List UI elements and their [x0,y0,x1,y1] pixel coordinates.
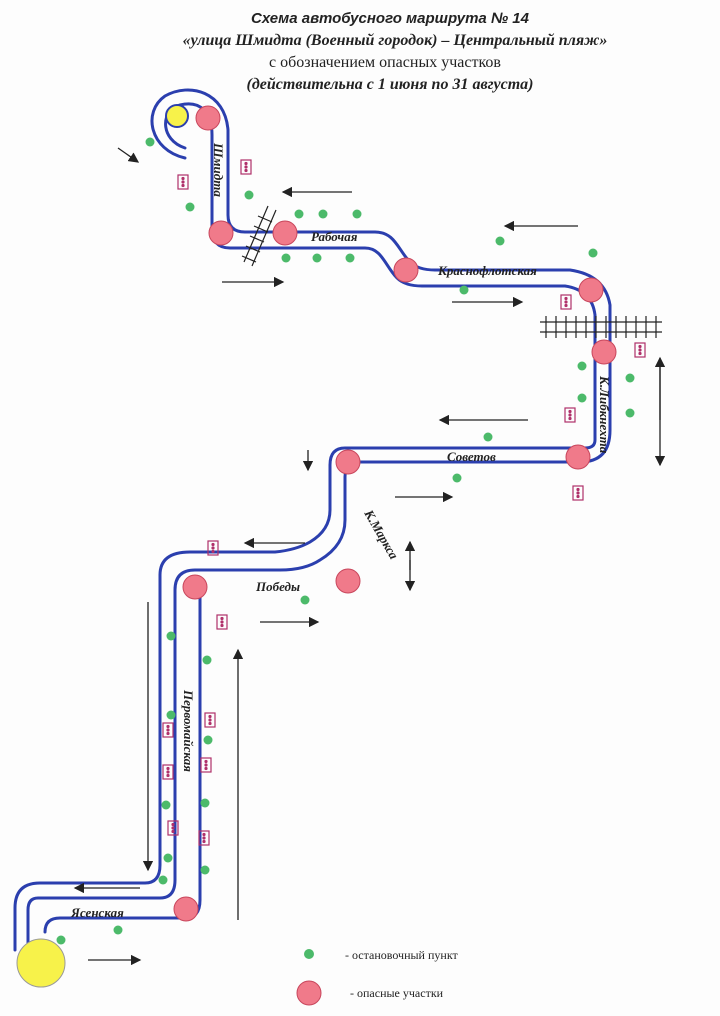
railway-crossing-icon [241,205,277,267]
traffic-light-icon [200,757,212,773]
traffic-light-icon [162,722,174,738]
stop-icon [244,190,254,200]
stop-icon [294,209,304,219]
stop-icon [452,473,462,483]
danger-icon [335,568,361,594]
stops [56,137,635,945]
traffic-light-icon [240,159,252,175]
stop-icon [281,253,291,263]
traffic-light-icon [204,712,216,728]
traffic-arrows [73,147,666,966]
title-block: Схема автобусного маршрута № 14 «улица Ш… [0,8,720,96]
stop-icon [200,798,210,808]
stop-icon [312,253,322,263]
stop-icon [345,253,355,263]
map-subtitle: с обозначением опасных участков [269,54,501,71]
stop-icon [495,236,505,246]
street-label-shmidta: Шмидта [211,142,226,197]
route-line-inner-2 [43,588,202,934]
stop-icon [577,393,587,403]
street-label-krasnoflotskaya: Краснофлотская [437,263,537,278]
terminal-start-icon [165,104,189,128]
traffic-light-icon [634,342,646,358]
stop-icon [625,408,635,418]
legend-danger-icon [296,980,322,1006]
stop-icon [483,432,493,442]
stop-icon [113,925,123,935]
stop-icon [166,710,176,720]
railway-crossing-icon [540,316,662,338]
danger-icon [565,444,591,470]
stop-icon [166,631,176,641]
stop-icon [352,209,362,219]
route-line-outer [26,88,612,957]
danger-icon [578,277,604,303]
traffic-light-icon [162,764,174,780]
traffic-light-icon [177,174,189,190]
stop-icon [161,800,171,810]
traffic-light-icon [560,294,572,310]
stop-icon [459,285,469,295]
legend-danger-label: - опасные участки [350,986,444,1000]
traffic-light-icon [216,614,228,630]
stop-icon [625,373,635,383]
legend-stop-icon [304,949,314,959]
danger-icon [173,896,199,922]
map-title: Схема автобусного маршрута № 14 [251,10,529,27]
stop-icon [202,655,212,665]
street-label-yasenskaya: Ясенская [70,905,124,920]
stop-icon [203,735,213,745]
validity-period: (действительна с 1 июня по 31 августа) [246,76,534,93]
danger-icon [393,257,419,283]
street-label-rabochaya: Рабочая [311,229,358,244]
traffic-light-icon [572,485,584,501]
danger-icon [591,339,617,365]
stop-icon [158,875,168,885]
terminal-end-icon [16,938,66,988]
street-label-marksa: К.Маркса [361,506,402,562]
danger-zones [173,105,617,922]
stop-icon [56,935,66,945]
stop-icon [185,202,195,212]
danger-icon [195,105,221,131]
legend-stop-label: - остановочный пункт [345,948,458,962]
legend: - остановочный пункт - опасные участки [296,948,458,1006]
route-name: «улица Шмидта (Военный городок) – Центра… [182,32,608,49]
stop-icon [577,361,587,371]
street-label-sovetov: Советов [447,449,496,464]
danger-icon [208,220,234,246]
stop-icon [163,853,173,863]
stop-icon [145,137,155,147]
stop-icon [588,248,598,258]
traffic-direction-arrow [117,147,140,163]
danger-icon [182,574,208,600]
danger-icon [272,220,298,246]
bus-route [13,88,612,957]
danger-icon [335,449,361,475]
traffic-light-icon [564,407,576,423]
stop-icon [300,595,310,605]
street-label-pobedy: Победы [255,579,300,594]
street-label-pervomayskaya: Первомайская [181,689,196,772]
stop-icon [318,209,328,219]
stop-icon [200,865,210,875]
street-label-liebknecht: К.Либкнехта [597,375,612,454]
